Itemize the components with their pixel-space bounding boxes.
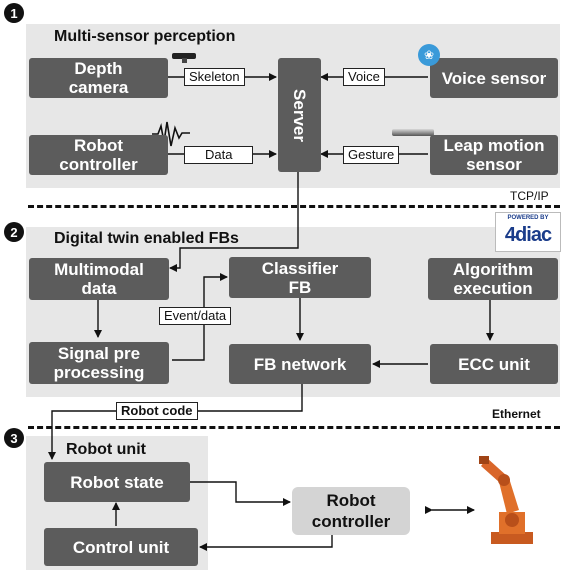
section-1-number: 1 <box>4 3 24 23</box>
server-to-multimodal-arrow <box>169 172 299 272</box>
section-2-number: 2 <box>4 222 24 242</box>
controller-to-controlunit-arrow <box>199 530 333 551</box>
depth-camera-icon <box>172 53 196 59</box>
classifier-fb-box: Classifier FB <box>229 257 371 298</box>
ethernet-label: Ethernet <box>492 407 541 421</box>
tcpip-label: TCP/IP <box>510 189 549 203</box>
logo-4diac-text: 4diac <box>504 224 552 246</box>
signal-waveform-icon <box>152 121 190 147</box>
server-label: Server <box>290 88 309 142</box>
robot-controller-box: Robot controller <box>29 135 168 175</box>
depth-camera-stand-icon <box>182 58 187 63</box>
voice-sensor-box: Voice sensor <box>430 58 558 98</box>
robot-code-label: Robot code <box>116 402 198 420</box>
industrial-robot-icon <box>479 456 533 544</box>
data-label: Data <box>184 146 254 164</box>
leap-motion-icon <box>392 129 434 136</box>
section-3-number: 3 <box>4 428 24 448</box>
voice-sensor-icon: ❀ <box>418 44 440 66</box>
event-data-label: Event/data <box>159 307 232 325</box>
tcpip-divider <box>28 205 560 208</box>
section-1-title: Multi-sensor perception <box>54 28 236 45</box>
depth-camera-box: Depth camera <box>29 58 168 98</box>
robot-controller-unit-box: Robot controller <box>292 487 410 535</box>
voice-label: Voice <box>343 68 385 86</box>
control-unit-box: Control unit <box>44 528 198 566</box>
algorithm-execution-box: Algorithm execution <box>428 258 558 300</box>
server-box: Server <box>278 58 321 172</box>
multimodal-data-box: Multimodal data <box>29 258 169 300</box>
section-3-title: Robot unit <box>66 441 146 458</box>
fbnetwork-to-robotstate-arrow <box>48 384 303 460</box>
4diac-logo: POWERED BY 4diac <box>495 212 561 252</box>
robotstate-to-controller-arrow <box>190 481 291 506</box>
ethernet-divider <box>28 426 560 429</box>
robot-state-box: Robot state <box>44 462 190 502</box>
signal-processing-box: Signal pre processing <box>29 342 169 384</box>
leap-motion-box: Leap motion sensor <box>430 135 558 175</box>
skeleton-label: Skeleton <box>184 68 245 86</box>
ecc-unit-box: ECC unit <box>430 344 558 384</box>
fb-network-box: FB network <box>229 344 371 384</box>
logo-powered-by: POWERED BY <box>507 215 549 221</box>
section-2-title: Digital twin enabled FBs <box>54 230 239 247</box>
gesture-label: Gesture <box>343 146 400 164</box>
